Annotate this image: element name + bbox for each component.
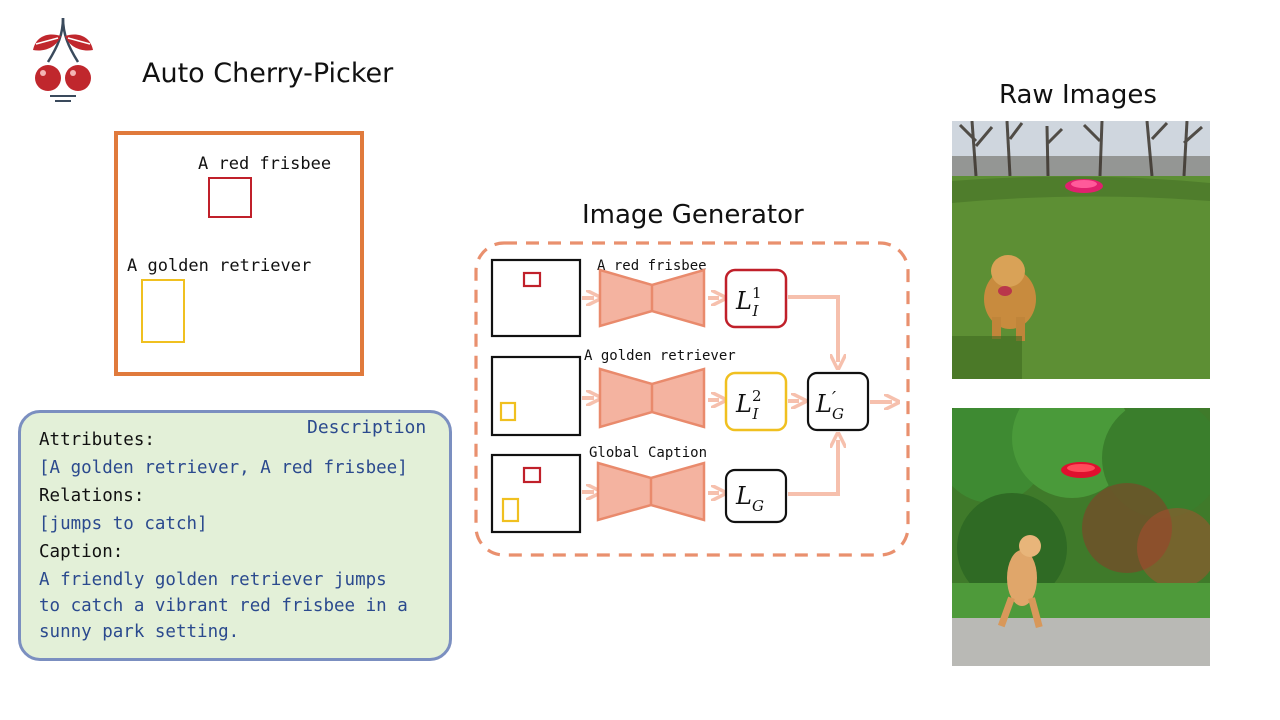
row1-frisbee-bbox <box>522 271 542 288</box>
raw-images-title: Raw Images <box>999 80 1157 110</box>
loss-global-label: LG <box>735 482 764 515</box>
retriever-bbox-label: A golden retriever <box>127 256 312 276</box>
frisbee-bbox <box>208 177 252 218</box>
attributes-value: [A golden retriever, A red frisbee] <box>39 458 408 478</box>
caption-line: to catch a vibrant red frisbee in a <box>39 596 408 616</box>
global-to-combined-arrow <box>788 440 838 496</box>
attributes-heading: Attributes: <box>39 430 155 450</box>
loss-frisbee-box <box>724 268 788 329</box>
layout-canvas <box>114 131 364 376</box>
row1-label: A red frisbee <box>597 258 707 274</box>
relations-heading: Relations: <box>39 486 145 506</box>
caption-line: sunny park setting. <box>39 622 240 642</box>
row2-label: A golden retriever <box>584 348 736 364</box>
description-panel <box>18 410 452 661</box>
loss-retriever-box <box>724 371 788 432</box>
frisbee-bbox-label: A red frisbee <box>198 154 332 174</box>
row3-label: Global Caption <box>589 445 707 461</box>
generator-dashed-border <box>474 241 910 557</box>
caption-line: A friendly golden retriever jumps <box>39 570 387 590</box>
image-generator-title: Image Generator <box>582 200 804 230</box>
cherry-logo-icon <box>33 17 93 102</box>
raw-image-park-frisbee <box>952 121 1210 379</box>
loss-combined-box <box>806 371 870 432</box>
row2-retriever-bbox <box>499 401 517 422</box>
loss-combined-label: L′G <box>815 388 844 423</box>
loss-global-box <box>724 468 788 524</box>
caption-heading: Caption: <box>39 542 124 562</box>
row2-input-canvas <box>490 355 582 437</box>
raw-image-trees-frisbee <box>952 408 1210 666</box>
row3-frisbee-bbox <box>522 466 542 484</box>
relations-value: [jumps to catch] <box>39 514 208 534</box>
row3-retriever-bbox <box>501 497 520 523</box>
frisbee-to-combined-arrow <box>788 295 838 362</box>
app-title: Auto Cherry-Picker <box>142 58 394 89</box>
description-title: Description <box>307 417 427 438</box>
row1-input-canvas <box>490 258 582 338</box>
retriever-bbox <box>141 279 185 343</box>
